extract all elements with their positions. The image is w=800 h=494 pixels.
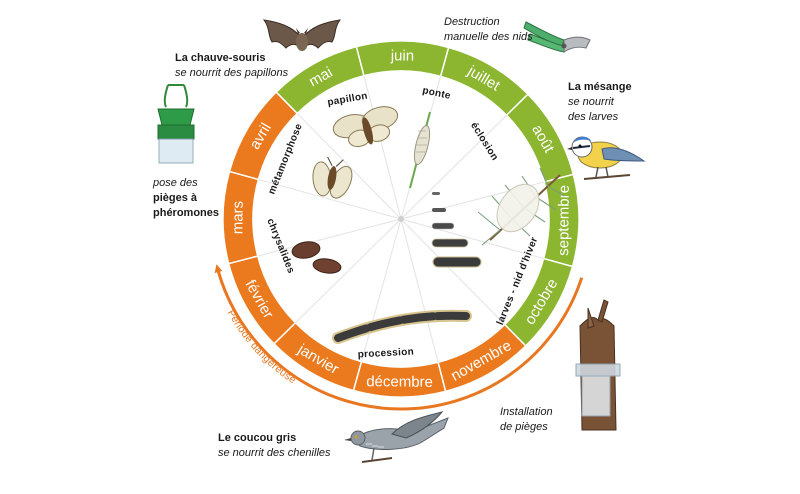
caption-destruction-l2: manuelle des nids xyxy=(444,31,533,43)
spoke xyxy=(400,218,439,363)
cuckoo-bird-icon xyxy=(344,411,449,463)
spoke xyxy=(295,218,402,324)
spoke xyxy=(400,114,507,220)
month-label-juin: juin xyxy=(390,47,415,64)
spoke xyxy=(400,218,544,260)
month-label-décembre: décembre xyxy=(366,373,433,391)
caption-install-l2: de pièges xyxy=(500,421,548,433)
danger-period-arrow xyxy=(214,264,584,411)
center-dot xyxy=(398,216,404,222)
caption-trap-l3: phéromones xyxy=(153,207,219,219)
caption-trap-l1: pose des xyxy=(152,177,198,189)
caption-cuckoo-title: Le coucou gris xyxy=(218,432,296,444)
caterpillar-icon xyxy=(332,309,472,344)
spoke xyxy=(257,218,402,257)
caterpillar-icon xyxy=(431,192,482,268)
caption-bat-title: La chauve-souris xyxy=(175,52,265,64)
month-label-septembre: septembre xyxy=(555,185,573,256)
moth-icon xyxy=(332,106,399,148)
spoke xyxy=(296,113,402,220)
spoke xyxy=(360,218,402,362)
pheromone-trap-icon xyxy=(157,84,195,164)
caption-tit-sub2: des larves xyxy=(568,111,619,123)
caption-tit-sub1: se nourrit xyxy=(568,96,615,108)
caption-cuckoo-sub: se nourrit des chenilles xyxy=(218,447,331,459)
caption-trap-l2: pièges à xyxy=(153,192,198,204)
caption-destruction-l1: Destruction xyxy=(444,16,500,28)
caption-install-l1: Installation xyxy=(500,406,553,418)
spoke xyxy=(258,178,402,220)
month-label-mars: mars xyxy=(229,201,246,234)
chrysalis-icon xyxy=(291,241,342,274)
tree-trap-icon xyxy=(575,299,621,431)
spoke xyxy=(400,218,506,325)
spoke xyxy=(363,75,402,220)
egg-cluster-icon xyxy=(409,111,431,189)
caption-tit-title: La mésange xyxy=(568,81,632,93)
tit-bird-icon xyxy=(567,136,646,180)
caption-bat-sub: se nourrit des papillons xyxy=(175,67,289,79)
pine-branch-nest-icon xyxy=(477,167,565,246)
moth-icon xyxy=(312,156,353,199)
bat-icon xyxy=(262,19,342,51)
stage-label-procession: procession xyxy=(357,347,414,361)
pruning-shears-icon xyxy=(523,21,591,53)
month-segment-juin xyxy=(355,40,450,78)
